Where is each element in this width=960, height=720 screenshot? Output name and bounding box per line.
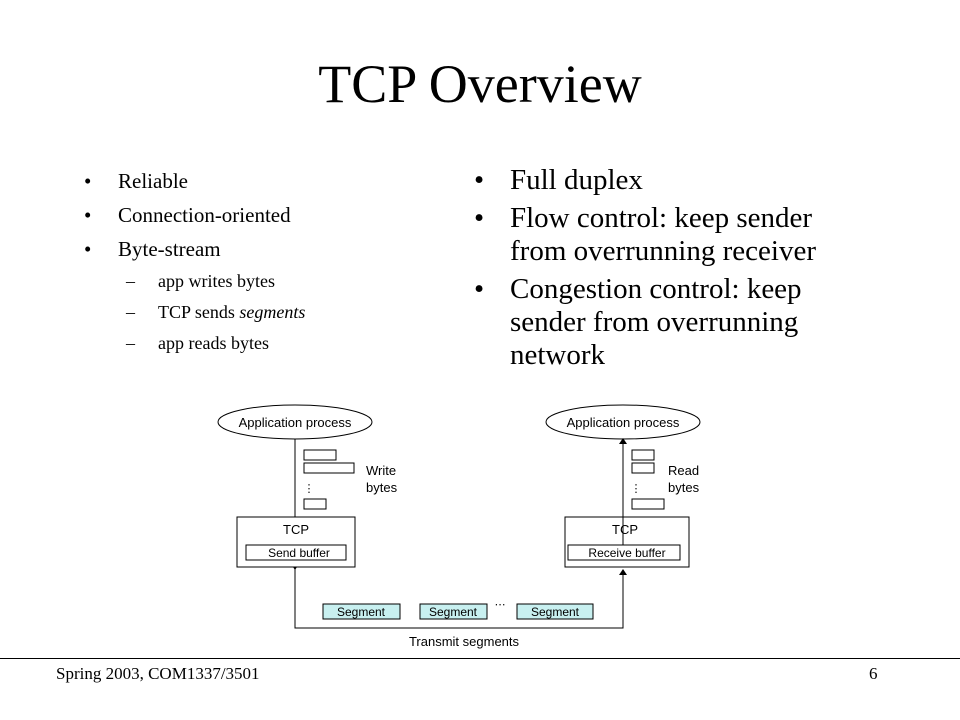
send-buffer-label: Send buffer (268, 546, 330, 560)
receiver-byte-block (631, 449, 655, 461)
bullet-byte-stream: • Byte-stream – app writes bytes – TCP s… (84, 232, 404, 359)
bullet-marker: • (84, 203, 92, 227)
bullet-marker: • (84, 169, 92, 193)
bullet-congestion-control: • Congestion control: keep sender from o… (474, 273, 874, 372)
bullet-text: Byte-stream (118, 237, 221, 261)
sender-byte-block (303, 462, 355, 474)
transmit-path (294, 567, 627, 629)
sub-bullet-emphasis: segments (239, 302, 306, 322)
sender-vertical-ellipsis: ⋮ (304, 483, 315, 495)
bullet-marker: • (474, 164, 485, 196)
sender-byte-block (303, 498, 327, 510)
sender-app-process-label: Application process (239, 415, 352, 430)
dash-marker: – (126, 271, 135, 291)
bullet-flow-control: • Flow control: keep sender from overrun… (474, 202, 874, 268)
left-bullet-list: • Reliable • Connection-oriented • Byte-… (84, 164, 404, 359)
segment-ellipsis: ⋯ (495, 599, 506, 611)
dash-marker: – (126, 333, 135, 353)
bullet-text: Flow control: keep sender from overrunni… (510, 202, 816, 267)
bullet-marker: • (474, 202, 485, 234)
sub-bullet-text: TCP sends (158, 302, 240, 322)
bullet-text: Reliable (118, 169, 188, 193)
sub-bullet-app-writes: – app writes bytes (118, 266, 404, 297)
bullet-connection-oriented: • Connection-oriented (84, 198, 404, 232)
sub-bullet-text: app reads bytes (158, 333, 269, 353)
segment-block (322, 603, 401, 620)
sub-bullet-text: app writes bytes (158, 271, 275, 291)
footer-course-label: Spring 2003, COM1337/3501 (56, 664, 260, 683)
bullet-marker: • (474, 273, 485, 305)
receiver-action-line1: Read (668, 463, 699, 478)
transmit-segments-label: Transmit segments (409, 634, 520, 649)
sender-action-line2: bytes (366, 480, 398, 495)
bullet-marker: • (84, 237, 92, 261)
sub-bullet-tcp-sends: – TCP sends segments (118, 297, 404, 328)
receiver-action-line2: bytes (668, 480, 700, 495)
receiver-tcp-label: TCP (612, 522, 638, 537)
sender-byte-block (303, 449, 337, 461)
send-buffer-box (245, 544, 347, 561)
segment-label: Segment (429, 605, 478, 619)
sub-bullet-app-reads: – app reads bytes (118, 328, 404, 359)
receiver-byte-block (631, 498, 665, 510)
segment-block (516, 603, 594, 620)
bullet-full-duplex: • Full duplex (474, 164, 874, 197)
slide-title: TCP Overview (318, 54, 642, 114)
receiver-vertical-ellipsis: ⋮ (631, 483, 642, 495)
bullet-text: Full duplex (510, 164, 643, 196)
sender-tcp-label: TCP (283, 522, 309, 537)
segment-label: Segment (531, 605, 580, 619)
right-bullet-list: • Full duplex • Flow control: keep sende… (474, 164, 874, 377)
bullet-text: Connection-oriented (118, 203, 291, 227)
sender-action-line1: Write (366, 463, 396, 478)
receiver-app-process-label: Application process (567, 415, 680, 430)
footer-page-number: 6 (869, 664, 878, 683)
segment-block (419, 603, 488, 620)
receive-buffer-box (567, 544, 681, 561)
receiver-byte-block (631, 462, 655, 474)
footer-divider (0, 658, 960, 659)
segment-label: Segment (337, 605, 386, 619)
receive-buffer-label: Receive buffer (588, 546, 665, 560)
bullet-text: Congestion control: keep sender from ove… (510, 273, 802, 371)
bullet-reliable: • Reliable (84, 164, 404, 198)
sub-bullet-list: – app writes bytes – TCP sends segments … (118, 266, 404, 359)
dash-marker: – (126, 302, 135, 322)
